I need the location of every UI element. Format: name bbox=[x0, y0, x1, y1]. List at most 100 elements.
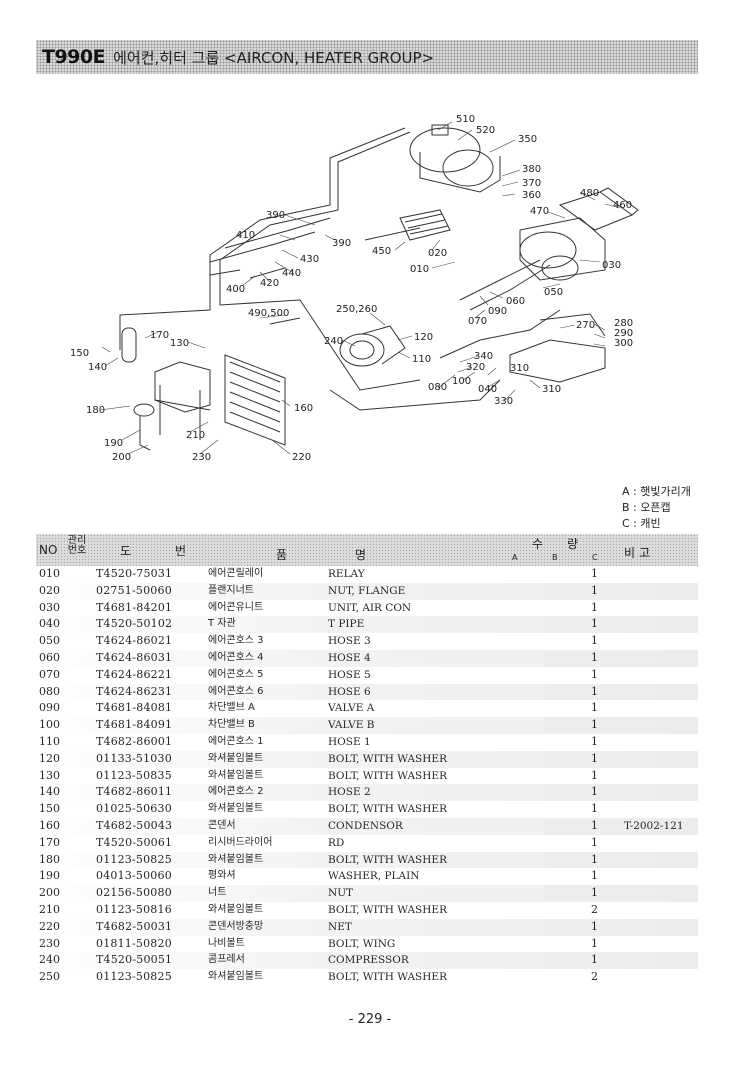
legend-item-b: B : 오픈캡 bbox=[622, 501, 671, 514]
cell-name-english: UNIT, AIR CON bbox=[328, 601, 412, 614]
cell-part-no: 01123-50825 bbox=[96, 852, 172, 866]
cell-no: 240 bbox=[39, 953, 60, 967]
cell-name-english: VALVE A bbox=[328, 702, 375, 715]
cell-name-korean: 나비볼트 bbox=[208, 937, 245, 949]
cell-name-korean: 에어콘호스 5 bbox=[208, 668, 264, 680]
callout-120: 120 bbox=[414, 332, 433, 343]
cell-no: 250 bbox=[39, 970, 60, 984]
callout-210: 210 bbox=[186, 430, 205, 441]
callout-370: 370 bbox=[522, 178, 541, 189]
cell-name-korean: 와셔붙임볼트 bbox=[208, 971, 264, 983]
callout-360: 360 bbox=[522, 190, 541, 201]
cell-name-english: NET bbox=[328, 920, 352, 933]
callout-140: 140 bbox=[88, 362, 107, 373]
cell-name-korean: 와셔붙임볼트 bbox=[208, 803, 264, 815]
cell-name-english: BOLT, WITH WASHER bbox=[328, 971, 447, 984]
callout-190: 190 bbox=[104, 438, 123, 449]
cell-no: 010 bbox=[39, 567, 60, 580]
cell-part-no: 01025-50630 bbox=[96, 802, 172, 816]
cell-quantity: 1 bbox=[591, 567, 598, 580]
cell-no: 060 bbox=[39, 650, 60, 664]
cell-quantity: 1 bbox=[591, 751, 598, 765]
cell-name-korean: 와셔붙임볼트 bbox=[208, 769, 264, 781]
legend-item-c: C : 캐빈 bbox=[622, 517, 661, 530]
callout-350: 350 bbox=[518, 134, 537, 145]
cell-part-no: 02156-50080 bbox=[96, 886, 172, 900]
callout-080: 080 bbox=[428, 382, 447, 393]
callout-070: 070 bbox=[468, 316, 487, 327]
cell-no: 080 bbox=[39, 684, 60, 698]
callout-520: 520 bbox=[476, 125, 495, 136]
cell-no: 150 bbox=[39, 802, 60, 816]
callout-240: 240 bbox=[324, 336, 343, 347]
cell-name-english: NUT, FLANGE bbox=[328, 584, 406, 597]
cell-quantity: 1 bbox=[591, 852, 598, 866]
cell-name-korean: 차단밸브 A bbox=[208, 702, 255, 714]
cell-name-english: BOLT, WITH WASHER bbox=[328, 853, 447, 866]
cell-quantity: 1 bbox=[591, 734, 598, 748]
cell-part-no: 01123-50816 bbox=[96, 902, 172, 916]
page-header: T990E 에어컨,히터 그룹 <AIRCON, HEATER GROUP> bbox=[36, 40, 698, 74]
callout-310b: 310 bbox=[542, 384, 561, 395]
cell-quantity: 1 bbox=[591, 818, 598, 832]
cell-part-no: T4520-50051 bbox=[96, 953, 173, 967]
cell-no: 220 bbox=[39, 919, 60, 933]
cell-no: 110 bbox=[39, 734, 60, 748]
cell-no: 050 bbox=[39, 634, 60, 648]
callout-380: 380 bbox=[522, 164, 541, 175]
cell-name-english: NUT bbox=[328, 887, 354, 900]
header-part-name: 품명 bbox=[276, 548, 435, 562]
cell-quantity: 1 bbox=[591, 768, 598, 782]
cell-name-english: HOSE 3 bbox=[328, 635, 371, 648]
cell-name-korean: 와셔붙임볼트 bbox=[208, 853, 264, 865]
cell-name-korean: 에어콘호스 2 bbox=[208, 786, 264, 798]
callout-440: 440 bbox=[282, 268, 301, 279]
cell-name-english: HOSE 4 bbox=[328, 651, 371, 664]
header-management-no: 관리 번호 bbox=[64, 536, 90, 556]
cell-part-no: 01123-50825 bbox=[96, 970, 172, 984]
cell-name-english: RELAY bbox=[328, 568, 365, 580]
cell-part-no: T4682-86011 bbox=[96, 785, 173, 799]
cell-part-no: T4520-50061 bbox=[96, 835, 173, 849]
header-quantity: 수량 bbox=[532, 537, 603, 551]
callout-170: 170 bbox=[150, 330, 169, 341]
cell-no: 140 bbox=[39, 785, 60, 799]
cell-name-korean: 에어콘릴레이 bbox=[208, 568, 264, 579]
callout-390: 390 bbox=[266, 210, 285, 221]
callout-180: 180 bbox=[86, 405, 105, 416]
cell-no: 170 bbox=[39, 835, 60, 849]
cell-quantity: 1 bbox=[591, 650, 598, 664]
cell-quantity: 1 bbox=[591, 919, 598, 933]
cell-name-korean: T 자관 bbox=[208, 618, 236, 630]
cell-quantity: 1 bbox=[591, 718, 598, 732]
callout-390b: 390 bbox=[332, 238, 351, 249]
callout-270: 270 bbox=[576, 320, 595, 331]
cell-no: 100 bbox=[39, 718, 60, 732]
callout-200: 200 bbox=[112, 452, 131, 463]
cell-part-no: 01123-50835 bbox=[96, 768, 172, 782]
callout-330: 330 bbox=[494, 396, 513, 407]
callout-010: 010 bbox=[410, 264, 429, 275]
callout-510: 510 bbox=[456, 114, 475, 125]
callout-280: 280 bbox=[614, 318, 633, 329]
header-remark: 비고 bbox=[624, 546, 655, 560]
callout-030: 030 bbox=[602, 260, 621, 271]
callout-090: 090 bbox=[488, 306, 507, 317]
header-part-no: 도번 bbox=[120, 544, 231, 558]
cell-name-korean: 에어콘호스 3 bbox=[208, 635, 264, 647]
cell-quantity: 1 bbox=[591, 600, 598, 614]
cell-no: 230 bbox=[39, 936, 60, 950]
header-qty-b: B bbox=[552, 553, 558, 562]
cell-quantity: 1 bbox=[591, 953, 598, 967]
